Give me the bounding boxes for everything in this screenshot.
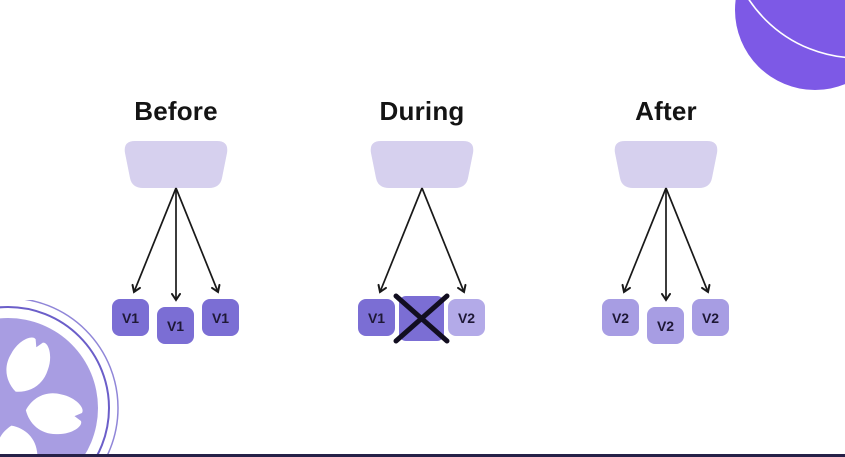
node-box: V1 xyxy=(202,299,239,336)
sakura-logo-icon xyxy=(0,300,119,457)
stage-title-after: After xyxy=(635,96,697,126)
stage-after: After V2 V2 V2 xyxy=(566,96,766,426)
stage-title-during: During xyxy=(379,96,465,126)
node-box: V1 xyxy=(358,299,395,336)
flow-arrows-before xyxy=(124,141,228,302)
bottom-divider xyxy=(0,454,845,457)
node-box: V2 xyxy=(602,299,639,336)
node-box: V2 xyxy=(692,299,729,336)
node-label: V2 xyxy=(701,309,720,326)
node-box: V1 xyxy=(112,299,149,336)
node-box: V2 xyxy=(448,299,485,336)
node-label: V2 xyxy=(656,317,675,334)
stage-title-before: Before xyxy=(134,96,218,126)
corner-circle-icon xyxy=(735,0,845,90)
stage-before: Before V1 V1 V1 xyxy=(76,96,276,426)
node-box: V2 xyxy=(647,307,684,344)
x-mark-icon xyxy=(393,293,450,344)
node-row: V1 V2 xyxy=(322,293,522,363)
node-label: V1 xyxy=(121,309,140,326)
node-row: V1 V1 V1 xyxy=(76,299,276,363)
node-label: V1 xyxy=(166,317,185,334)
node-box-removed xyxy=(393,293,450,344)
load-balancer-shape xyxy=(614,141,718,188)
stage-during: During V1 V2 xyxy=(322,96,522,426)
load-balancer-shape xyxy=(370,141,474,188)
flow-arrows-during xyxy=(370,141,474,294)
node-label: V2 xyxy=(611,309,630,326)
node-row: V2 V2 V2 xyxy=(566,299,766,363)
node-box: V1 xyxy=(157,307,194,344)
flow-arrows-after xyxy=(614,141,718,302)
node-label: V1 xyxy=(367,309,386,326)
node-label: V2 xyxy=(457,309,476,326)
node-label: V1 xyxy=(211,309,230,326)
load-balancer-shape xyxy=(124,141,228,188)
